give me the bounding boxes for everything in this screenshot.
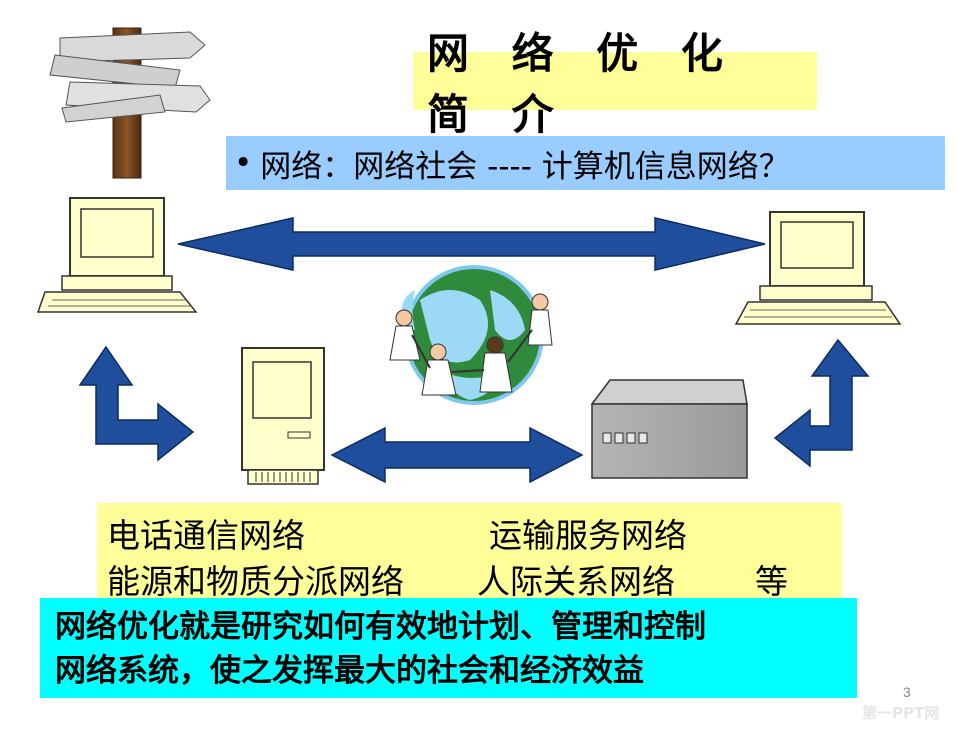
tower-computer-icon xyxy=(241,347,325,485)
question-banner: • 网络：网络社会 ---- 计算机信息网络？ xyxy=(226,136,945,190)
bent-arrow-icon xyxy=(773,338,870,468)
bent-arrow-icon xyxy=(78,345,195,462)
page-number: 3 xyxy=(903,684,911,700)
watermark: 第一PPT网 xyxy=(862,704,940,722)
conclusion-line-2: 网络系统，使之发挥最大的社会和经济效益 xyxy=(55,653,644,689)
conclusion-line-1: 网络优化就是研究如何有效地计划、管理和控制 xyxy=(55,609,706,645)
double-arrow-icon xyxy=(177,217,766,271)
network-type-transport: 运输服务网络 xyxy=(489,516,687,555)
network-type-social: 人际关系网络 xyxy=(477,562,675,601)
globe-people-icon xyxy=(389,265,553,405)
conclusion-box: 网络优化就是研究如何有效地计划、管理和控制 网络系统，使之发挥最大的社会和经济效… xyxy=(40,598,857,698)
slide-title: 网 络 优 化 简 介 xyxy=(413,29,817,139)
network-type-energy: 能源和物质分派网络 xyxy=(107,562,404,601)
signpost-icon xyxy=(49,27,211,179)
question-text: 网络：网络社会 ---- 计算机信息网络？ xyxy=(260,148,790,185)
double-arrow-icon xyxy=(330,426,584,484)
computer-icon xyxy=(36,197,198,313)
server-icon xyxy=(590,379,748,479)
network-type-telephone: 电话通信网络 xyxy=(107,516,305,555)
network-types-box: 电话通信网络 运输服务网络 能源和物质分派网络 人际关系网络 等 xyxy=(97,503,842,603)
computer-icon xyxy=(734,211,902,325)
bullet: • xyxy=(234,145,253,181)
network-type-etc: 等 xyxy=(755,562,788,601)
